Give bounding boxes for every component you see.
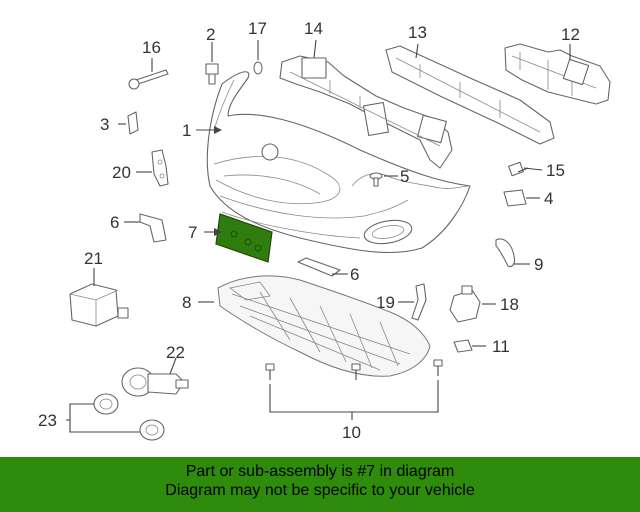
part-16-tow-hook: [128, 69, 169, 90]
leader-23: [66, 403, 140, 433]
callout-6a: 6: [110, 213, 119, 232]
arrow-1: [214, 126, 222, 134]
part-6-strip-right: [297, 257, 341, 277]
callout-7: 7: [188, 223, 197, 242]
part-2-bolt: [205, 63, 219, 85]
callout-22: 22: [166, 343, 185, 362]
part-15-screw: [508, 161, 529, 177]
leader-10-bracket: [269, 380, 439, 413]
callout-4: 4: [544, 189, 553, 208]
part-11-clip: [453, 339, 473, 353]
callout-18: 18: [500, 295, 519, 314]
banner-line-2: Diagram may not be specific to your vehi…: [165, 482, 475, 499]
part-10-fasteners: [265, 359, 443, 380]
callout-5: 5: [400, 167, 409, 186]
callout-14: 14: [304, 19, 323, 38]
callout-17: 17: [248, 19, 267, 38]
part-12-absorber: [504, 43, 611, 105]
part-5-push-clip: [369, 172, 383, 187]
part-19-bracket: [411, 283, 427, 321]
callout-10: 10: [342, 423, 361, 442]
part-13-reinforcement: [385, 45, 555, 145]
callout-3: 3: [100, 115, 109, 134]
part-21-module: [69, 283, 129, 327]
arrow-7: [214, 228, 222, 236]
callout-2: 2: [206, 25, 215, 44]
banner-line-1: Part or sub-assembly is #7 in diagram: [185, 463, 455, 480]
callout-8: 8: [182, 293, 191, 312]
leader-22: [169, 357, 177, 375]
part-6-bracket-left: [139, 213, 167, 243]
leader-14: [313, 39, 317, 59]
part-3-pad: [127, 111, 139, 135]
part-23-sensor-rings: [93, 393, 165, 441]
part-18-sensor: [449, 285, 481, 323]
part-4-retainer: [503, 189, 527, 207]
part-9-deflector: [495, 238, 516, 268]
callout-6b: 6: [350, 265, 359, 284]
callout-12: 12: [561, 25, 580, 44]
callout-15: 15: [546, 161, 565, 180]
callout-16: 16: [142, 38, 161, 57]
part-22-parking-sensor: [121, 367, 189, 397]
part-8-undertray: [217, 275, 431, 377]
callout-11: 11: [492, 337, 510, 356]
leader-15: [523, 167, 543, 171]
part-17-clip: [253, 61, 263, 75]
callout-19: 19: [376, 293, 395, 312]
callout-13: 13: [408, 23, 427, 42]
part-20-side-bracket: [151, 149, 169, 187]
callout-21: 21: [84, 249, 103, 268]
part-1-bumper-cover: [206, 71, 471, 254]
callout-23: 23: [38, 411, 57, 430]
callout-1: 1: [182, 121, 191, 140]
leader-13: [415, 43, 419, 59]
info-banner: Part or sub-assembly is #7 in diagram Di…: [0, 457, 640, 512]
callout-9: 9: [534, 255, 543, 274]
parts-diagram: 12 13 14 1 7: [38, 19, 611, 442]
callout-20: 20: [112, 163, 131, 182]
